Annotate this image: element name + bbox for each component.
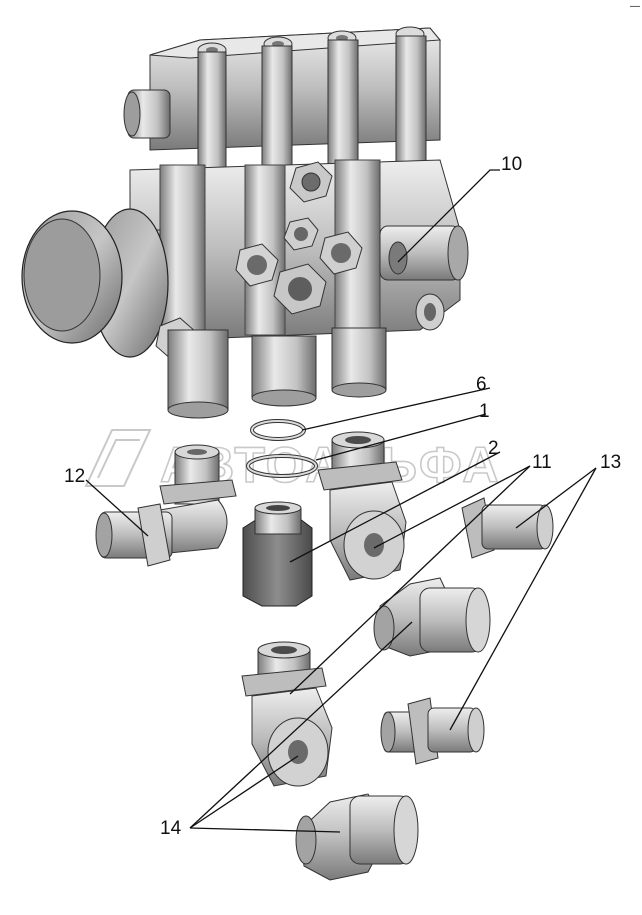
leader-1 bbox=[315, 413, 487, 461]
nipple-13-upper bbox=[461, 497, 554, 559]
watermark-logo bbox=[84, 429, 152, 487]
valve-assembly-10 bbox=[21, 26, 469, 419]
callout-14: 14 bbox=[160, 818, 182, 839]
leader-13b bbox=[449, 467, 597, 731]
leader-13a bbox=[515, 467, 597, 529]
nipple-14-middle bbox=[373, 577, 491, 657]
leader-2 bbox=[289, 451, 501, 563]
hex-adapter-2 bbox=[242, 501, 313, 607]
callout-12: 12 bbox=[64, 466, 85, 487]
leader-14a bbox=[189, 755, 299, 829]
callout-11: 11 bbox=[532, 452, 552, 473]
callout-6: 6 bbox=[476, 374, 487, 395]
leader-6 bbox=[301, 387, 491, 431]
nipple-14-lower bbox=[295, 793, 419, 881]
watermark-logo-stroke bbox=[97, 439, 140, 479]
watermark: АВТОАЛЬФА bbox=[84, 429, 499, 494]
leader-14b bbox=[189, 621, 413, 829]
leader-10 bbox=[397, 169, 500, 263]
leader-12 bbox=[85, 479, 149, 537]
corner-mark: — bbox=[630, 1, 640, 12]
callout-10: 10 bbox=[501, 154, 522, 175]
elbow-fitting-11-lower bbox=[241, 641, 333, 787]
leader-11b bbox=[289, 465, 531, 695]
o-ring-1-highlight bbox=[247, 455, 317, 477]
elbow-fitting-12 bbox=[95, 444, 237, 567]
callout-labels: 10 6 1 2 11 12 13 14 bbox=[64, 154, 621, 839]
callout-1: 1 bbox=[479, 401, 490, 422]
leader-lines bbox=[85, 169, 597, 833]
callout-13: 13 bbox=[600, 452, 621, 473]
leader-11a bbox=[373, 465, 531, 549]
nipple-13-lower bbox=[380, 697, 485, 765]
leader-14c bbox=[189, 827, 341, 833]
callout-2: 2 bbox=[488, 438, 499, 459]
